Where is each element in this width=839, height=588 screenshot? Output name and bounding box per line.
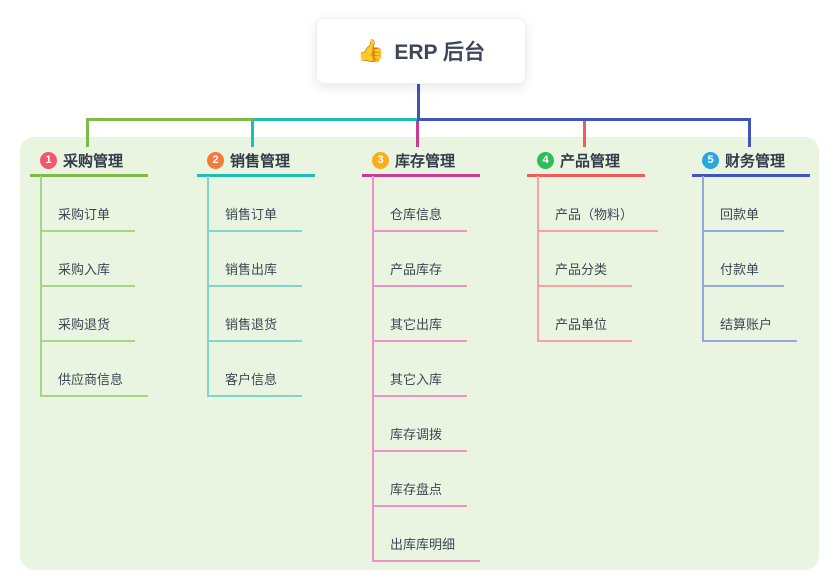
- connector-stub-purchase: [86, 118, 89, 147]
- child-node[interactable]: 出库库明细: [372, 507, 481, 562]
- branch-product: 4 产品管理 产品（物料） 产品分类 产品单位: [527, 146, 659, 342]
- child-node[interactable]: 产品单位: [537, 287, 633, 342]
- child-node[interactable]: 销售退货: [207, 287, 303, 342]
- branch-label: 财务管理: [725, 152, 786, 170]
- branch-number-badge: 4: [537, 151, 554, 169]
- child-node[interactable]: 结算账户: [702, 287, 798, 342]
- child-node[interactable]: 销售出库: [207, 232, 303, 287]
- branch-sales: 2 销售管理 销售订单 销售出库 销售退货 客户信息: [197, 146, 316, 397]
- branch-connector-line: [207, 176, 209, 397]
- connector-stub-product: [583, 118, 586, 147]
- child-node[interactable]: 客户信息: [207, 342, 303, 397]
- child-node[interactable]: 供应商信息: [40, 342, 149, 397]
- child-node[interactable]: 库存盘点: [372, 452, 468, 507]
- child-node[interactable]: 产品库存: [372, 232, 468, 287]
- branch-number-badge: 3: [372, 151, 389, 169]
- child-node[interactable]: 库存调拨: [372, 397, 468, 452]
- root-node[interactable]: 👍 ERP 后台: [316, 18, 526, 84]
- branch-header-sales[interactable]: 2 销售管理: [197, 146, 316, 177]
- child-node[interactable]: 产品（物料）: [537, 177, 659, 232]
- branch-label: 库存管理: [395, 152, 456, 170]
- child-node[interactable]: 采购入库: [40, 232, 136, 287]
- connector-stub-inventory: [416, 118, 419, 147]
- branch-header-finance[interactable]: 5 财务管理: [692, 146, 811, 177]
- branch-header-purchase[interactable]: 1 采购管理: [30, 146, 149, 177]
- branch-number-badge: 1: [40, 151, 57, 169]
- branch-connector-line: [372, 176, 374, 562]
- child-node[interactable]: 采购退货: [40, 287, 136, 342]
- child-node[interactable]: 其它入库: [372, 342, 468, 397]
- child-node[interactable]: 采购订单: [40, 177, 136, 232]
- branch-finance: 5 财务管理 回款单 付款单 结算账户: [692, 146, 811, 342]
- branch-purchase: 1 采购管理 采购订单 采购入库 采购退货 供应商信息: [30, 146, 149, 397]
- branch-label: 销售管理: [230, 152, 291, 170]
- branch-header-product[interactable]: 4 产品管理: [527, 146, 646, 177]
- branch-connector-line: [702, 176, 704, 342]
- connector-h-green: [86, 118, 253, 121]
- branch-connector-line: [40, 176, 42, 397]
- root-title: ERP 后台: [394, 41, 486, 64]
- branch-number-badge: 2: [207, 151, 224, 169]
- connector-stub-finance: [748, 118, 751, 147]
- child-node[interactable]: 销售订单: [207, 177, 303, 232]
- child-node[interactable]: 仓库信息: [372, 177, 468, 232]
- branch-header-inventory[interactable]: 3 库存管理: [362, 146, 481, 177]
- branches-panel: [20, 137, 819, 570]
- child-node[interactable]: 其它出库: [372, 287, 468, 342]
- branch-label: 采购管理: [63, 152, 124, 170]
- branch-number-badge: 5: [702, 151, 719, 169]
- branch-inventory: 3 库存管理 仓库信息 产品库存 其它出库 其它入库 库存调拨 库存盘点 出库库…: [362, 146, 481, 562]
- connector-h-blue: [417, 118, 751, 121]
- connector-h-teal: [253, 118, 417, 121]
- child-node[interactable]: 付款单: [702, 232, 785, 287]
- thumbs-up-icon: 👍: [356, 38, 385, 63]
- connector-root-stem: [417, 82, 420, 119]
- branch-label: 产品管理: [560, 152, 621, 170]
- connector-stub-sales: [251, 118, 254, 147]
- branch-connector-line: [537, 176, 539, 342]
- child-node[interactable]: 产品分类: [537, 232, 633, 287]
- child-node[interactable]: 回款单: [702, 177, 785, 232]
